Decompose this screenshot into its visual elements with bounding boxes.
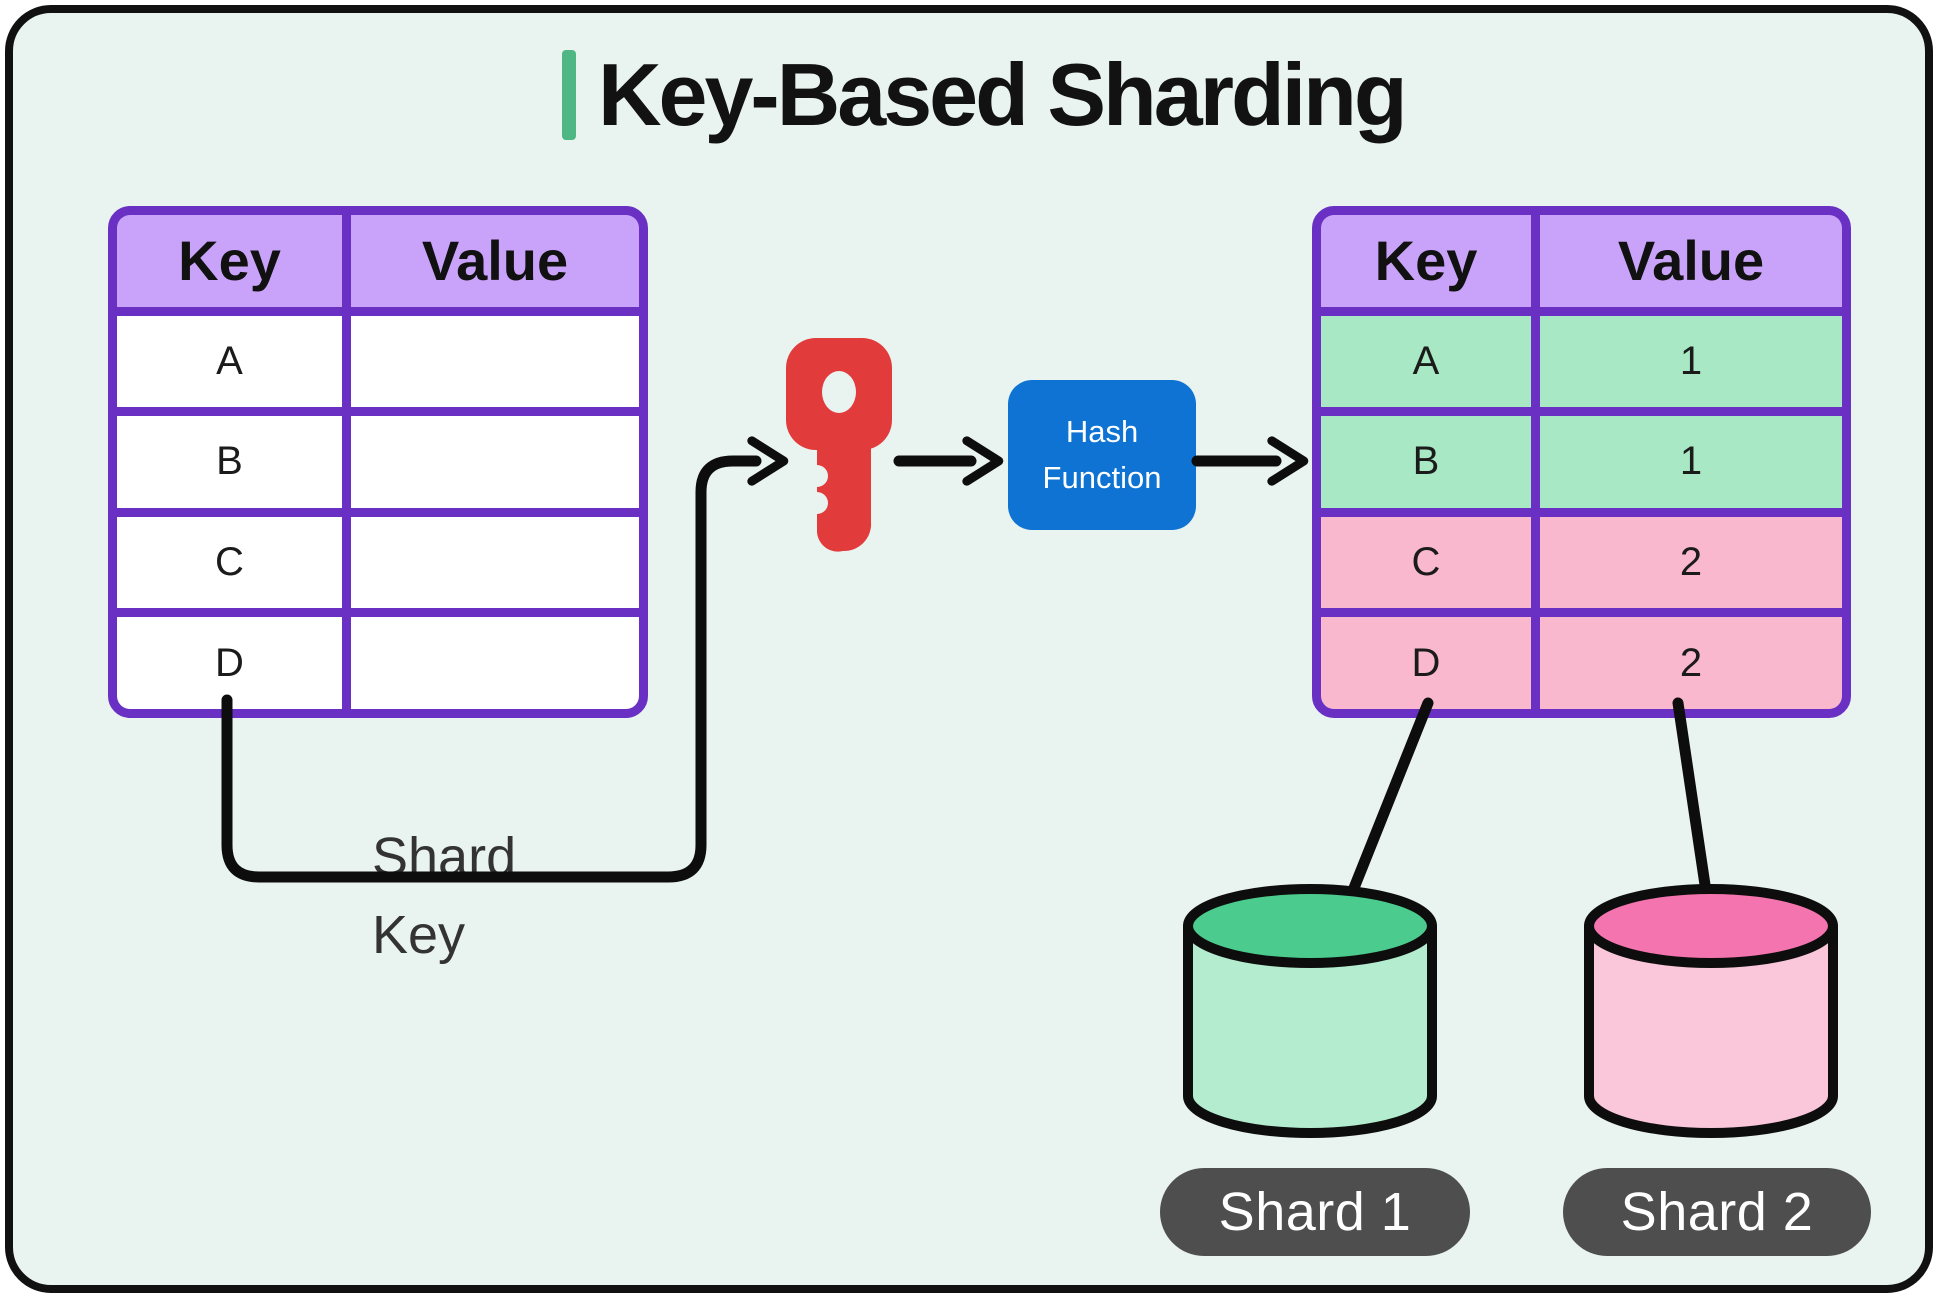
result-cell-key: A xyxy=(1321,315,1531,408)
source-cell-key: C xyxy=(117,516,342,609)
shard1-label: Shard 1 xyxy=(1218,1182,1412,1242)
source-cell-value xyxy=(351,617,639,709)
result-header-value: Value xyxy=(1540,215,1842,307)
source-cell-value xyxy=(351,516,639,609)
shard2-label: Shard 2 xyxy=(1620,1182,1814,1242)
shard-key-label-line1: Shard xyxy=(372,827,517,887)
source-cell-value xyxy=(351,416,639,508)
result-cell-key: B xyxy=(1321,416,1531,508)
result-header-key: Key xyxy=(1321,215,1531,307)
shard-key-label: Shard Key xyxy=(372,818,516,974)
result-cell-key: C xyxy=(1321,516,1531,609)
page-title: Key-Based Sharding xyxy=(598,45,1408,144)
shard2-badge: Shard 2 xyxy=(1563,1168,1871,1256)
result-table: Key Value A 1 B 1 C 2 D 2 xyxy=(1312,206,1851,718)
source-header-key: Key xyxy=(117,215,342,307)
source-cell-value xyxy=(351,315,639,408)
shard-key-label-line2: Key xyxy=(372,905,466,965)
result-cell-value: 2 xyxy=(1540,516,1842,609)
shard1-badge: Shard 1 xyxy=(1160,1168,1470,1256)
source-cell-key: B xyxy=(117,416,342,508)
title-row: Key-Based Sharding xyxy=(562,45,1408,144)
result-cell-value: 1 xyxy=(1540,416,1842,508)
result-cell-value: 1 xyxy=(1540,315,1842,408)
hash-function-label: Hash Function xyxy=(1042,413,1162,496)
title-accent-bar xyxy=(562,50,576,140)
source-cell-key: A xyxy=(117,315,342,408)
result-cell-key: D xyxy=(1321,617,1531,709)
source-header-value: Value xyxy=(351,215,639,307)
result-cell-value: 2 xyxy=(1540,617,1842,709)
hash-function-box: Hash Function xyxy=(1008,380,1196,530)
source-table: Key Value A B C D xyxy=(108,206,648,718)
source-cell-key: D xyxy=(117,617,342,709)
